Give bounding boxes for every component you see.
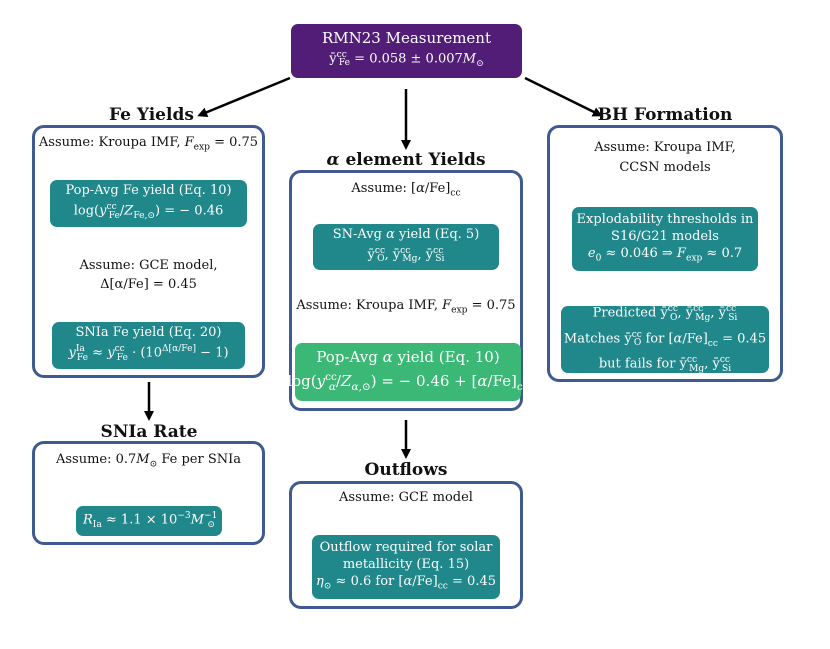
predicted-yields-box: Predicted ȳccO, ȳccMg, ȳccSi Matches ȳcc… bbox=[561, 304, 769, 374]
snia-fe-formula: yIaFe ≈ yccFe · (10Δ[α/Fe] − 1) bbox=[68, 344, 229, 363]
pop-avg-alpha-title: Pop-Avg α yield (Eq. 10) bbox=[316, 348, 500, 366]
sn-avg-alpha-title: SN-Avg α yield (Eq. 5) bbox=[332, 226, 480, 242]
alpha-assume-afe: Assume: [α/Fe]cc bbox=[351, 181, 461, 199]
predicted-line2: Matches ȳccO for [α/Fe]cc = 0.45 bbox=[563, 329, 767, 349]
alpha-assume-imf: Assume: Kroupa IMF, Fexp = 0.75 bbox=[296, 298, 516, 316]
explodability-box: Explodability thresholds in S16/G21 mode… bbox=[572, 207, 758, 271]
outflow-required-box: Outflow required for solar metallicity (… bbox=[312, 535, 500, 599]
arrow-top-to-bh bbox=[524, 76, 603, 117]
pop-avg-alpha-formula: log(yccα/Zα,⊙) = − 0.46 + [α/Fe]cc bbox=[287, 371, 529, 393]
explodability-line1: Explodability thresholds in bbox=[576, 211, 754, 227]
explodability-line3: e0 ≈ 0.046 ⇒ Fexp ≈ 0.7 bbox=[587, 245, 743, 264]
rmn23-measurement-box: RMN23 Measurement ȳccFe = 0.058 ± 0.007M… bbox=[291, 24, 522, 78]
fe-assume-gce: Assume: GCE model, Δ[α/Fe] = 0.45 bbox=[32, 256, 265, 294]
fe-assume-imf: Assume: Kroupa IMF, Fexp = 0.75 bbox=[38, 135, 259, 153]
bh-assume-line2: CCSN models bbox=[619, 160, 711, 175]
snia-assume: Assume: 0.7M⊙ Fe per SNIa bbox=[55, 452, 242, 470]
fe-assume-gce-line2: Δ[α/Fe] = 0.45 bbox=[100, 277, 197, 292]
snia-fe-title: SNIa Fe yield (Eq. 20) bbox=[75, 325, 222, 341]
fe-popavg-yield-box: Pop-Avg Fe yield (Eq. 10) log(yccFe/ZFe,… bbox=[50, 180, 247, 227]
snia-rate-box: RIa ≈ 1.1 × 10−3M−1⊙ bbox=[76, 506, 222, 536]
explodability-line2: S16/G21 models bbox=[611, 228, 719, 244]
outflows-heading: Outflows bbox=[364, 460, 448, 480]
fe-popavg-formula: log(yccFe/ZFe,⊙) = − 0.46 bbox=[73, 202, 224, 221]
outflow-line1: Outflow required for solar bbox=[319, 539, 493, 555]
outflow-line2: metallicity (Eq. 15) bbox=[342, 556, 470, 572]
rmn23-title: RMN23 Measurement bbox=[321, 28, 491, 47]
snia-rate-heading: SNIa Rate bbox=[100, 422, 198, 442]
sn-avg-alpha-yield-box: SN-Avg α yield (Eq. 5) ȳccO, ȳccMg, ȳccS… bbox=[313, 224, 499, 270]
snia-rate-formula: RIa ≈ 1.1 × 10−3M−1⊙ bbox=[82, 511, 218, 530]
fe-popavg-title: Pop-Avg Fe yield (Eq. 10) bbox=[65, 183, 232, 199]
bh-assume: Assume: Kroupa IMF, CCSN models bbox=[547, 138, 783, 178]
outflow-line3: η⊙ ≈ 0.6 for [α/Fe]cc = 0.45 bbox=[316, 573, 496, 592]
alpha-yields-heading: α element Yields bbox=[326, 150, 486, 170]
rmn23-formula: ȳccFe = 0.058 ± 0.007M⊙ bbox=[329, 49, 484, 69]
sn-avg-alpha-formula: ȳccO, ȳccMg, ȳccSi bbox=[367, 245, 445, 265]
bh-formation-heading: BH Formation bbox=[597, 105, 733, 125]
outflows-assume: Assume: GCE model bbox=[339, 490, 473, 505]
fe-assume-gce-line1: Assume: GCE model, bbox=[79, 258, 218, 273]
predicted-line3: but fails for ȳccMg, ȳccSi bbox=[598, 355, 732, 375]
arrow-top-to-fe bbox=[197, 76, 291, 117]
snia-fe-yield-box: SNIa Fe yield (Eq. 20) yIaFe ≈ yccFe · (… bbox=[52, 322, 245, 369]
predicted-line1: Predicted ȳccO, ȳccMg, ȳccSi bbox=[592, 303, 738, 323]
bh-assume-line1: Assume: Kroupa IMF, bbox=[594, 140, 736, 155]
fe-yields-heading: Fe Yields bbox=[109, 105, 194, 125]
pop-avg-alpha-yield-box: Pop-Avg α yield (Eq. 10) log(yccα/Zα,⊙) … bbox=[287, 343, 529, 401]
